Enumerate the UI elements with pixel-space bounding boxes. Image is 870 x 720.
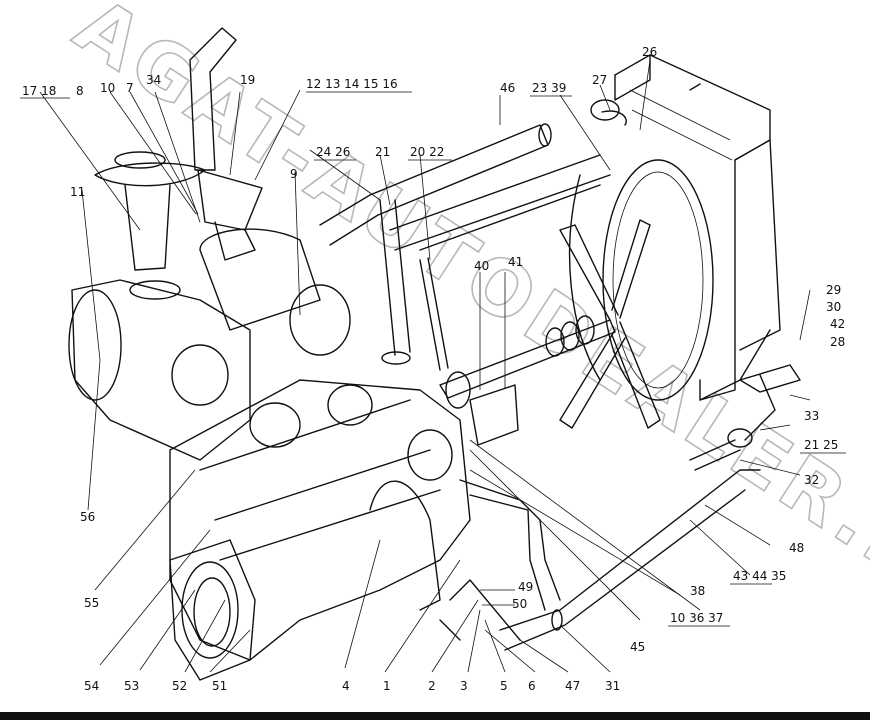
callout-24-26: 24 26 — [316, 145, 350, 159]
callout-10-36-37: 10 36 37 — [670, 611, 723, 625]
callout-34: 34 — [146, 73, 161, 87]
callout-53: 53 — [124, 679, 139, 693]
callout-55: 55 — [84, 596, 99, 610]
callout-11: 11 — [70, 185, 85, 199]
callout-47: 47 — [565, 679, 580, 693]
bottom-border — [0, 712, 870, 720]
callout-31: 31 — [605, 679, 620, 693]
callout-6: 6 — [528, 679, 536, 693]
callout-29: 29 — [826, 283, 841, 297]
callout-28: 28 — [830, 335, 845, 349]
leader-lines — [39, 59, 811, 673]
callout-20-22: 20 22 — [410, 145, 444, 159]
flywheel-housing — [169, 539, 256, 681]
callout-3: 3 — [460, 679, 468, 693]
fan-drive-shaft — [439, 315, 616, 409]
radiator-assembly — [568, 54, 801, 401]
vertical-tubes — [379, 184, 601, 371]
watermark-text: AGAT-AUTODEALER.RU — [60, 0, 870, 639]
callout-41: 41 — [508, 255, 523, 269]
callout-21-top: 21 — [375, 145, 390, 159]
callout-7: 7 — [126, 81, 134, 95]
callout-32: 32 — [804, 473, 819, 487]
callout-42: 42 — [830, 317, 845, 331]
callout-12-16: 12 13 14 15 16 — [306, 77, 398, 91]
lower-pipes — [439, 374, 776, 651]
callout-19: 19 — [240, 73, 255, 87]
callout-43-44-35: 43 44 35 — [733, 569, 786, 583]
callout-21-25: 21 25 — [804, 438, 838, 452]
callout-49: 49 — [518, 580, 533, 594]
callout-4: 4 — [342, 679, 350, 693]
air-intake-stack — [189, 27, 263, 261]
bracket — [469, 384, 519, 446]
fan-blades — [559, 219, 661, 429]
engine-block — [169, 379, 471, 661]
callout-51: 51 — [212, 679, 227, 693]
callout-5: 5 — [500, 679, 508, 693]
callout-45: 45 — [630, 640, 645, 654]
callout-17-18: 17 18 — [22, 84, 56, 98]
callout-40: 40 — [474, 259, 489, 273]
callout-23-39: 23 39 — [532, 81, 566, 95]
callout-48: 48 — [789, 541, 804, 555]
callout-38: 38 — [690, 584, 705, 598]
callout-labels: 17 18 8 10 7 34 19 12 13 14 15 16 46 23 … — [22, 45, 845, 693]
callout-50: 50 — [512, 597, 527, 611]
callout-30: 30 — [826, 300, 841, 314]
callout-33: 33 — [804, 409, 819, 423]
callout-10: 10 — [100, 81, 115, 95]
callout-1: 1 — [383, 679, 391, 693]
precleaner — [94, 151, 206, 300]
label-underlines — [20, 91, 846, 627]
callout-46: 46 — [500, 81, 515, 95]
callout-52: 52 — [172, 679, 187, 693]
air-cleaner — [68, 228, 351, 461]
upper-pipe — [319, 123, 611, 251]
callout-26-top: 26 — [642, 45, 657, 59]
callout-56: 56 — [80, 510, 95, 524]
callout-8: 8 — [76, 84, 84, 98]
callout-2: 2 — [428, 679, 436, 693]
callout-27: 27 — [592, 73, 607, 87]
callout-54: 54 — [84, 679, 99, 693]
callout-9: 9 — [290, 167, 298, 181]
